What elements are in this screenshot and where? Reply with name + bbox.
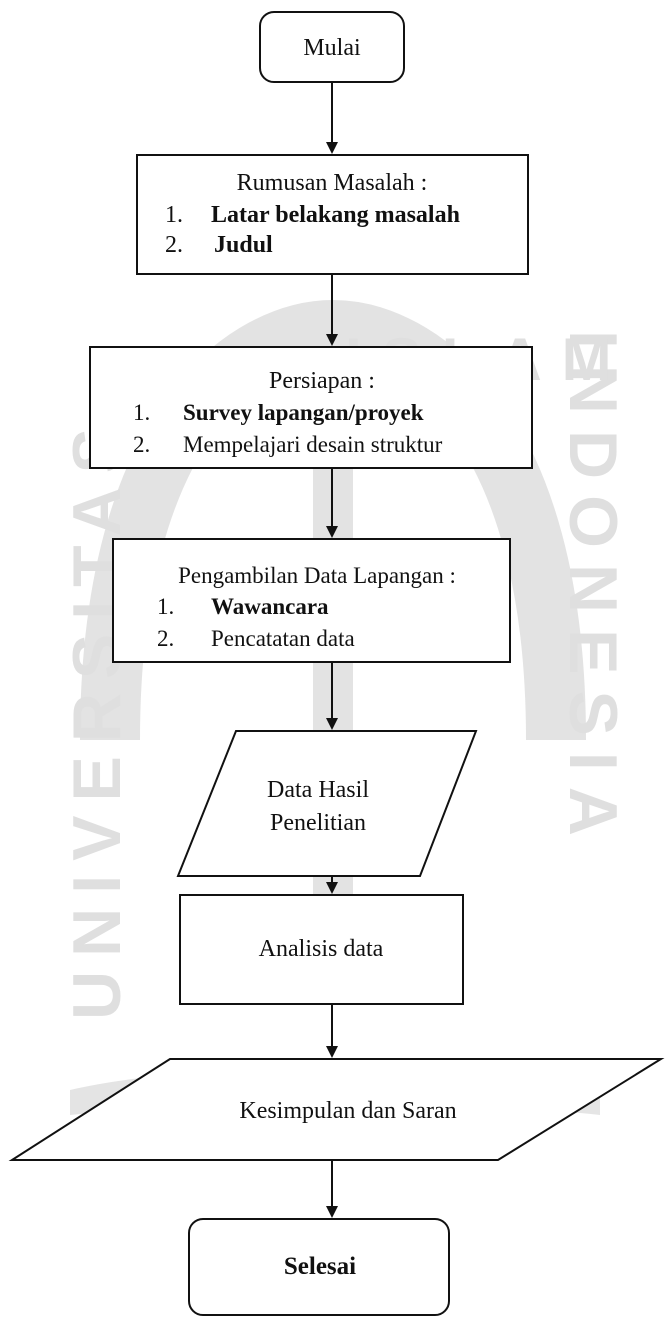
preparation-process-shape xyxy=(89,346,533,469)
problem-item-2-number: 2. xyxy=(165,232,183,258)
result-line-1: Data Hasil xyxy=(267,777,369,803)
problem-title: Rumusan Masalah : xyxy=(237,170,428,196)
problem-process-shape xyxy=(136,154,529,275)
node-research-result: Data Hasil Penelitian xyxy=(176,730,478,877)
node-preparation: Persiapan : 1. Survey lapangan/proyek 2.… xyxy=(89,346,533,469)
start-label: Mulai xyxy=(303,35,361,61)
preparation-item-1: Survey lapangan/proyek xyxy=(183,400,424,425)
end-terminal-shape xyxy=(188,1218,450,1316)
result-line-2: Penelitian xyxy=(270,810,366,836)
node-problem: Rumusan Masalah : 1. Latar belakang masa… xyxy=(136,154,529,275)
start-terminal-shape xyxy=(259,11,405,83)
analysis-label: Analisis data xyxy=(259,936,384,962)
preparation-item-2-number: 2. xyxy=(133,432,150,457)
problem-item-1-number: 1. xyxy=(165,202,183,228)
watermark-left-text: UNIVERSITAS xyxy=(59,414,135,1020)
preparation-item-2: Mempelajari desain struktur xyxy=(183,432,443,457)
node-field-data: Pengambilan Data Lapangan : 1. Wawancara… xyxy=(112,538,511,663)
fielddata-item-2: Pencatatan data xyxy=(211,626,355,651)
watermark-right-text: INDONESIA xyxy=(555,330,631,852)
fielddata-item-2-number: 2. xyxy=(157,626,174,651)
problem-item-1: Latar belakang masalah xyxy=(211,202,460,228)
node-end: Selesai xyxy=(188,1218,450,1316)
node-conclusion: Kesimpulan dan Saran xyxy=(8,1058,665,1161)
node-start: Mulai xyxy=(259,11,405,83)
conclusion-label: Kesimpulan dan Saran xyxy=(239,1098,456,1124)
fielddata-item-1: Wawancara xyxy=(211,594,329,619)
problem-item-2: Judul xyxy=(214,232,273,258)
node-analysis: Analisis data xyxy=(179,894,464,1005)
fielddata-item-1-number: 1. xyxy=(157,594,174,619)
result-data-shape xyxy=(176,730,478,877)
fielddata-title: Pengambilan Data Lapangan : xyxy=(178,563,456,588)
conclusion-data-shape xyxy=(8,1058,665,1161)
preparation-title: Persiapan : xyxy=(269,368,375,394)
analysis-process-shape xyxy=(179,894,464,1005)
end-label: Selesai xyxy=(284,1253,356,1280)
fielddata-process-shape xyxy=(112,538,511,663)
preparation-item-1-number: 1. xyxy=(133,400,150,425)
